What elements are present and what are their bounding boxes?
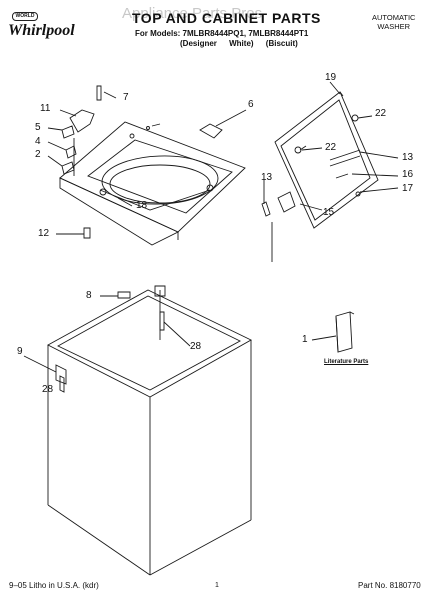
callout-16: 16 (402, 169, 414, 180)
cabinet (47, 285, 252, 576)
callout-18: 18 (136, 200, 148, 211)
callout-4: 4 (35, 136, 41, 147)
callout-13-left: 13 (261, 172, 273, 183)
callout-2: 2 (35, 149, 41, 160)
screw-and-foot (56, 85, 102, 239)
callout-11: 11 (40, 103, 51, 114)
product-type-line-1: AUTOMATIC (372, 13, 416, 22)
model-numbers: For Models: 7MLBR8444PQ1, 7MLBR8444PT1 (135, 29, 309, 38)
callout-6: 5 (35, 122, 41, 133)
callout-5: 9 (17, 346, 23, 357)
lid-hinge-clip (199, 123, 223, 139)
washer-top (59, 121, 246, 246)
callout-12: 12 (38, 228, 50, 239)
callout-8: 7 (123, 92, 129, 103)
brand-logo: Whirlpool (8, 22, 75, 39)
page-number: 1 (215, 582, 219, 589)
callout-22-lid: 22 (325, 142, 337, 153)
page-title: TOP AND CABINET PARTS (132, 10, 321, 26)
callout-28-cabinet: 28 (190, 341, 202, 352)
product-type-line-2: WASHER (377, 22, 411, 31)
callout-13-right: 13 (402, 152, 414, 163)
literature-parts-book (335, 311, 355, 353)
literature-parts-label: Literature Parts (324, 359, 369, 365)
callout-1: 1 (302, 334, 308, 345)
callout-7: 6 (248, 99, 254, 110)
hinge-assembly (61, 109, 95, 176)
callout-15: 15 (323, 207, 335, 218)
callout-17: 17 (402, 183, 414, 194)
callout-28-front: 28 (42, 384, 54, 395)
leader-lines (23, 81, 399, 373)
lid-assembly (261, 91, 379, 229)
watermark: Appliance Parts Pros (122, 5, 263, 22)
callout-19: 19 (325, 72, 337, 83)
brand-mark: WORLD (12, 12, 38, 21)
model-variants: (Designer White) (Biscuit) (180, 39, 298, 48)
part-number: Part No. 8180770 (358, 581, 421, 590)
callout-22-top: 22 (375, 108, 387, 119)
callout-9: 8 (86, 290, 92, 301)
product-type: AUTOMATIC WASHER (372, 13, 415, 31)
print-info: 9–05 Litho in U.S.A. (kdr) (9, 581, 99, 590)
